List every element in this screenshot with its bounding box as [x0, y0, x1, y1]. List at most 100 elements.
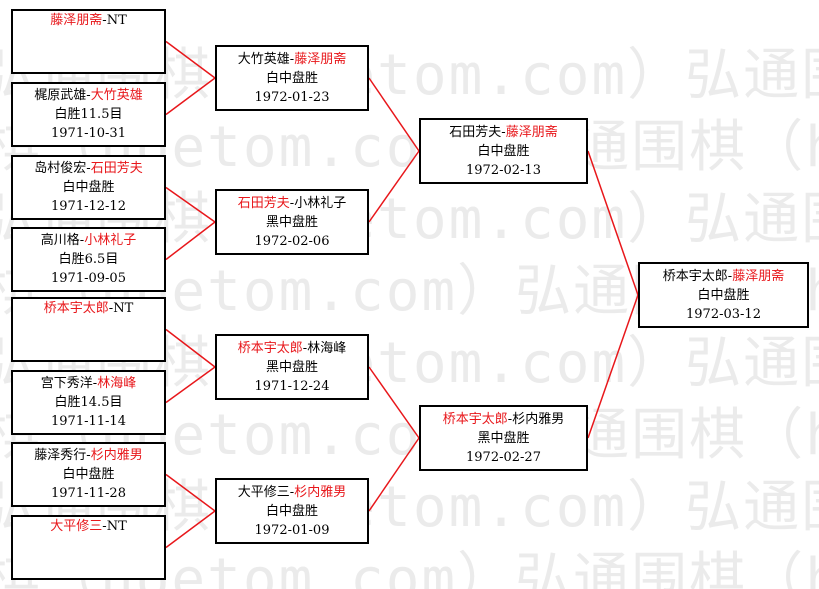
match-players: 石田芳夫-藤泽朋斋	[421, 123, 586, 142]
separator: -	[79, 233, 85, 248]
match-players: 大平修三-NT	[13, 517, 164, 536]
separator: -	[86, 88, 91, 103]
match-players: 宫下秀洋-林海峰	[13, 374, 164, 393]
connector-line	[587, 150, 639, 296]
match-result: 白中盘胜	[62, 467, 115, 482]
separator: -	[727, 268, 733, 284]
connector-line	[165, 77, 216, 116]
separator: -	[86, 161, 91, 176]
match-box: 藤泽朋斋-NT	[11, 9, 166, 74]
winner-name: 大竹英雄	[90, 88, 143, 103]
match-players: 桥本宇太郎-藤泽朋斋	[640, 267, 807, 286]
match-result: 黑中盘胜	[477, 430, 530, 446]
match-box: 藤泽秀行-杉内雅男白中盘胜 1971-11-28	[11, 442, 166, 507]
player-name: 高川格	[40, 233, 80, 248]
player-name: 大平修三	[237, 484, 290, 500]
match-result: 白中盘胜	[477, 143, 530, 159]
match-date: 1971-09-05	[51, 271, 126, 286]
winner-name: 桥本宇太郎	[237, 340, 303, 356]
match-box: 大竹英雄-藤泽朋斋白中盘胜 1972-01-23	[215, 45, 369, 111]
player-name: 藤泽秀行	[34, 448, 87, 463]
connector-line	[165, 186, 216, 223]
match-result: 白中盘胜	[265, 503, 318, 519]
match-result: 白胜11.5目	[54, 107, 123, 122]
winner-name: 藤泽朋斋	[732, 268, 785, 284]
winner-name: 杉内雅男	[294, 484, 347, 500]
player-name: NT	[113, 301, 134, 316]
match-date: 1972-02-27	[466, 449, 541, 465]
separator: -	[289, 484, 295, 500]
match-date: 1972-01-23	[254, 89, 330, 105]
match-date: 1971-11-28	[51, 486, 126, 501]
match-players: 高川格-小林礼子	[13, 231, 164, 250]
separator: -	[507, 411, 513, 427]
match-box: 高川格-小林礼子白胜6.5目 1971-09-05	[11, 227, 166, 292]
match-result: 黑中盘胜	[265, 359, 318, 375]
match-date: 1971-12-24	[254, 378, 330, 394]
connector-line	[165, 366, 216, 404]
winner-name: 大平修三	[50, 519, 103, 534]
player-name: NT	[106, 519, 127, 534]
connector-line	[165, 328, 216, 368]
player-name: 梶原武雄	[34, 88, 87, 103]
winner-name: 小林礼子	[84, 233, 137, 248]
match-result: 黑中盘胜	[265, 214, 318, 230]
match-box: 宫下秀洋-林海峰白胜14.5目 1971-11-14	[11, 370, 166, 435]
match-date: 1972-01-09	[254, 522, 330, 538]
player-name: 小林礼子	[294, 195, 347, 211]
match-players: 大竹英雄-藤泽朋斋	[217, 50, 367, 69]
connector-line	[587, 294, 639, 439]
separator: -	[108, 301, 114, 316]
connector-line	[165, 510, 216, 549]
match-date: 1972-02-13	[466, 162, 541, 178]
separator: -	[289, 195, 295, 211]
connector-line	[165, 40, 216, 79]
match-result: 白胜6.5目	[58, 252, 119, 267]
winner-name: 藤泽朋斋	[50, 13, 103, 28]
connector-line	[368, 437, 420, 512]
match-box: 大平修三-NT	[11, 515, 166, 580]
match-result: 白中盘胜	[697, 287, 750, 303]
player-name: NT	[106, 13, 127, 28]
separator: -	[86, 448, 91, 463]
match-players: 石田芳夫-小林礼子	[217, 194, 367, 213]
connector-line	[165, 473, 216, 512]
player-name: 岛村俊宏	[34, 161, 87, 176]
player-name: 石田芳夫	[449, 124, 502, 140]
player-name: 桥本宇太郎	[662, 268, 728, 284]
connector-line	[368, 366, 420, 439]
match-date: 1971-10-31	[51, 126, 126, 141]
separator: -	[302, 340, 308, 356]
match-players: 梶原武雄-大竹英雄	[13, 86, 164, 105]
connector-line	[368, 77, 420, 152]
match-result: 白胜14.5目	[54, 395, 123, 410]
separator: -	[92, 376, 98, 391]
player-name: 宫下秀洋	[40, 376, 93, 391]
match-date: 1972-03-12	[686, 306, 761, 322]
match-players: 大平修三-杉内雅男	[217, 483, 367, 502]
match-players: 岛村俊宏-石田芳夫	[13, 159, 164, 178]
match-players: 藤泽秀行-杉内雅男	[13, 446, 164, 465]
match-result: 白中盘胜	[265, 70, 318, 86]
match-box: 梶原武雄-大竹英雄白胜11.5目 1971-10-31	[11, 82, 166, 147]
match-box: 桥本宇太郎-林海峰黑中盘胜 1971-12-24	[215, 334, 369, 400]
winner-name: 藤泽朋斋	[505, 124, 558, 140]
match-players: 桥本宇太郎-林海峰	[217, 339, 367, 358]
match-players: 桥本宇太郎-杉内雅男	[421, 410, 586, 429]
player-name: 杉内雅男	[512, 411, 565, 427]
separator: -	[501, 124, 506, 140]
connector-line	[368, 150, 420, 223]
match-players: 桥本宇太郎-NT	[13, 299, 164, 318]
winner-name: 林海峰	[97, 376, 137, 391]
winner-name: 石田芳夫	[237, 195, 290, 211]
match-box: 桥本宇太郎-杉内雅男黑中盘胜 1972-02-27	[419, 405, 588, 471]
match-result: 白中盘胜	[62, 180, 115, 195]
match-date: 1971-11-14	[51, 414, 126, 429]
winner-name: 杉内雅男	[90, 448, 143, 463]
